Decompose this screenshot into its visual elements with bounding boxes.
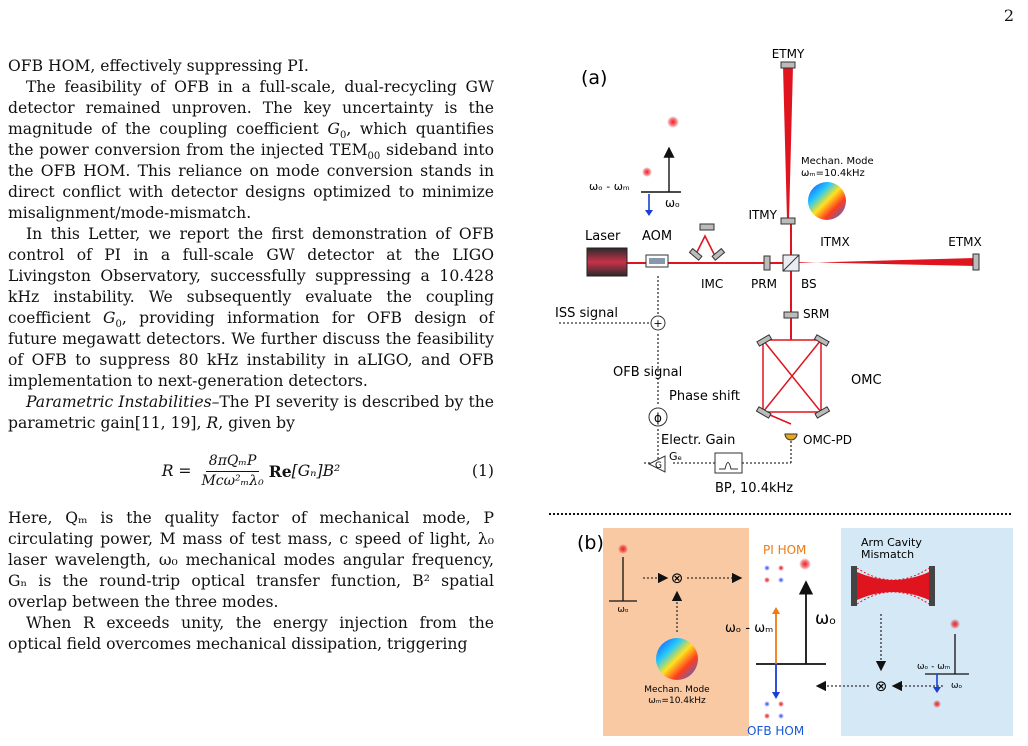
arm-cavity-label: Arm Cavity — [861, 536, 922, 549]
figure-svg: (a) ETMY ITMY ITMX ETMX BS PRM SRM IMC O… — [549, 47, 1013, 738]
etmx-mirror — [972, 253, 980, 271]
laser-label: Laser — [585, 229, 621, 244]
mech-freq-label-a: ωₘ=10.4kHz — [801, 168, 865, 179]
bp-label: BP, 10.4kHz — [715, 481, 793, 496]
panel-a-label: (a) — [581, 67, 607, 89]
omega-diff-label-a: ωₒ - ωₘ — [589, 180, 630, 193]
carrier-dot — [667, 116, 679, 128]
itmy-mirror — [780, 217, 796, 225]
paragraph-0: OFB HOM, effectively suppressing PI. — [8, 57, 309, 75]
omega-o-big-b: ωₒ — [815, 609, 836, 629]
imc-label: IMC — [701, 277, 723, 291]
summing-junction — [650, 315, 666, 331]
imc-top-mirror — [699, 223, 715, 231]
arm-cavity-mirror-right — [929, 566, 935, 606]
equation-re: Re — [268, 461, 292, 481]
itmx-label: ITMX — [820, 235, 849, 249]
srm-mirror — [783, 311, 799, 319]
arm-cavity-mirror-left — [851, 566, 857, 606]
equation-rest: [Gₙ]B² — [291, 461, 341, 480]
omc-beam — [761, 337, 822, 425]
svg-text:G: G — [655, 461, 662, 471]
iss-signal-label: ISS signal — [555, 306, 618, 321]
srm-label: SRM — [803, 307, 829, 321]
aom-label: AOM — [642, 229, 672, 244]
panel-b-left-box — [603, 528, 749, 736]
equation-1: R = 8πQₘP Mcω²ₘλ₀ Re[Gₙ]B² (1) — [8, 448, 494, 494]
phase-shifter — [648, 407, 668, 427]
paragraph-3: Parametric Instabilities–The PI severity… — [8, 393, 494, 432]
imc-beam — [694, 234, 716, 257]
etmy-mirror — [780, 61, 796, 69]
omega-o-left-b: ωₒ — [617, 605, 629, 615]
omega-diff-centre-b: ωₒ - ωₘ — [725, 621, 773, 636]
omega-o-right-b: ωₒ — [951, 681, 963, 691]
equation-fraction: 8πQₘP Mcω²ₘλ₀ — [198, 453, 266, 490]
laser-source — [586, 247, 628, 277]
ofb-signal-label: OFB signal — [613, 365, 682, 380]
figure-1: (a) ETMY ITMY ITMX ETMX BS PRM SRM IMC O… — [545, 44, 1015, 746]
mech-mode-label-a: Mechan. Mode — [801, 156, 874, 167]
x-arm-beam — [797, 258, 975, 266]
svg-text:+: + — [653, 317, 662, 330]
omega-o-label-a: ωₒ — [665, 196, 680, 210]
panel-b-right-box — [841, 528, 1013, 736]
paragraph-5: When R exceeds unity, the energy injecti… — [8, 614, 494, 653]
paragraph-4: Here, Qₘ is the quality factor of mechan… — [8, 509, 494, 611]
gain-amplifier — [647, 455, 666, 473]
electr-gain-label: Electr. Gain — [661, 433, 735, 448]
panel-b-label: (b) — [577, 532, 604, 554]
prm-mirror — [763, 255, 771, 271]
equation-numerator: 8πQₘP — [205, 453, 260, 472]
equation-lhs: R = — [161, 461, 192, 480]
page-number: 2 — [1003, 6, 1014, 25]
etmx-label: ETMX — [948, 235, 982, 249]
otimes-right: ⊗ — [875, 677, 888, 695]
mech-mode-image-a — [808, 182, 846, 220]
text-column: OFB HOM, effectively suppressing PI. The… — [8, 56, 494, 655]
etmy-label: ETMY — [772, 47, 805, 61]
phase-shift-label: Phase shift — [669, 389, 740, 404]
mech-mode-label-b: Mechan. Mode — [644, 685, 710, 695]
mech-freq-label-b: ωₘ=10.4kHz — [648, 696, 706, 706]
y-arm-beam — [783, 66, 793, 220]
omc-pd — [784, 433, 798, 441]
arm-cavity-beam — [857, 572, 929, 600]
bs-label: BS — [801, 277, 817, 291]
paragraph-2: In this Letter, we report the first demo… — [8, 225, 494, 390]
ofb-hom-label: OFB HOM — [747, 724, 804, 738]
otimes-left: ⊗ — [671, 569, 684, 587]
omega-diff-right-b: ωₒ - ωₘ — [917, 662, 951, 672]
svg-text:ϕ: ϕ — [654, 411, 662, 425]
itmy-label: ITMY — [748, 208, 777, 222]
equation-denominator: Mcω²ₘλ₀ — [201, 472, 264, 489]
gain-label: Gₑ — [669, 450, 682, 463]
mismatch-label: Mismatch — [861, 548, 914, 561]
omc-label: OMC — [851, 373, 882, 388]
mech-mode-image-b — [656, 638, 698, 680]
omc-pd-label: OMC-PD — [803, 433, 852, 447]
pi-hom-label: PI HOM — [763, 543, 806, 557]
equation-number: (1) — [471, 462, 494, 480]
prm-label: PRM — [751, 277, 777, 291]
paragraph-1: The feasibility of OFB in a full-scale, … — [8, 78, 495, 222]
